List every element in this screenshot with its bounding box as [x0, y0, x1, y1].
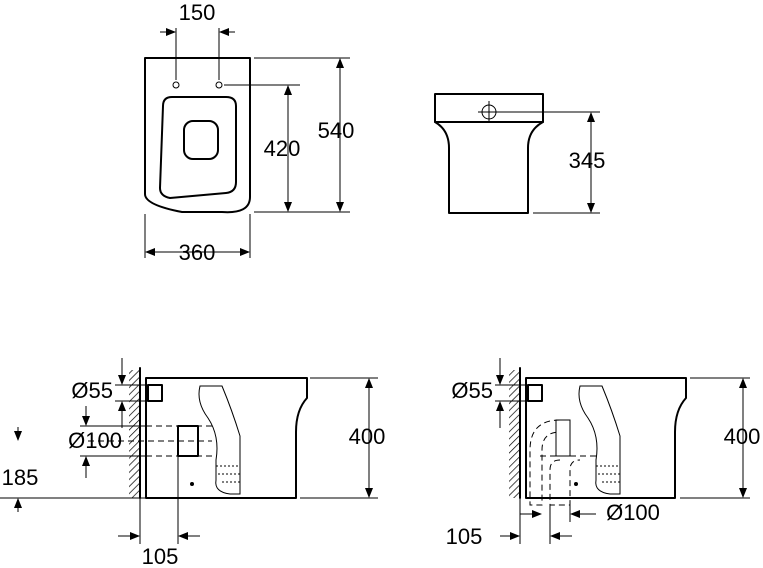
dim-label-front-height: 345 — [569, 148, 606, 173]
side2-trap — [578, 385, 621, 495]
fixing-hole-left — [172, 81, 180, 89]
dim-label-top-width: 360 — [179, 240, 216, 265]
top-view — [144, 28, 350, 258]
dim-label-side2-outlet: Ø100 — [606, 500, 660, 525]
side2-inlet — [527, 384, 543, 402]
dim-label-side1-height: 400 — [349, 424, 386, 449]
side1-inlet — [147, 384, 163, 402]
front-outline — [434, 93, 544, 214]
wall-hatch-1 — [129, 370, 140, 498]
side1-outline — [145, 377, 308, 499]
bowl-opening — [183, 120, 219, 160]
front-view — [434, 93, 600, 214]
dim-label-side2-height: 400 — [724, 424, 761, 449]
dim-label-top-depth-to-holes: 420 — [264, 136, 301, 161]
dim-label-side1-outlet: Ø100 — [68, 428, 122, 453]
fixing-hole-right — [215, 81, 223, 89]
dim-label-side2-inlet: Ø55 — [451, 378, 493, 403]
dim-label-side1-wall-offset: 105 — [142, 544, 179, 568]
dim-label-side1-inlet: Ø55 — [71, 378, 113, 403]
side-view-1 — [0, 358, 378, 544]
side2-outline — [525, 377, 687, 499]
side-view-2 — [495, 358, 750, 544]
seat-outline — [144, 57, 251, 214]
dim-label-side2-wall-offset: 105 — [446, 524, 483, 549]
side1-trap — [198, 385, 241, 495]
seat-inner-outline — [159, 96, 237, 199]
dim-label-side1-outlet-height: 185 — [2, 465, 39, 490]
wall-hatch-2 — [509, 370, 520, 498]
dim-label-top-hole-spacing: 150 — [179, 0, 216, 25]
dim-label-top-total-depth: 540 — [318, 118, 355, 143]
